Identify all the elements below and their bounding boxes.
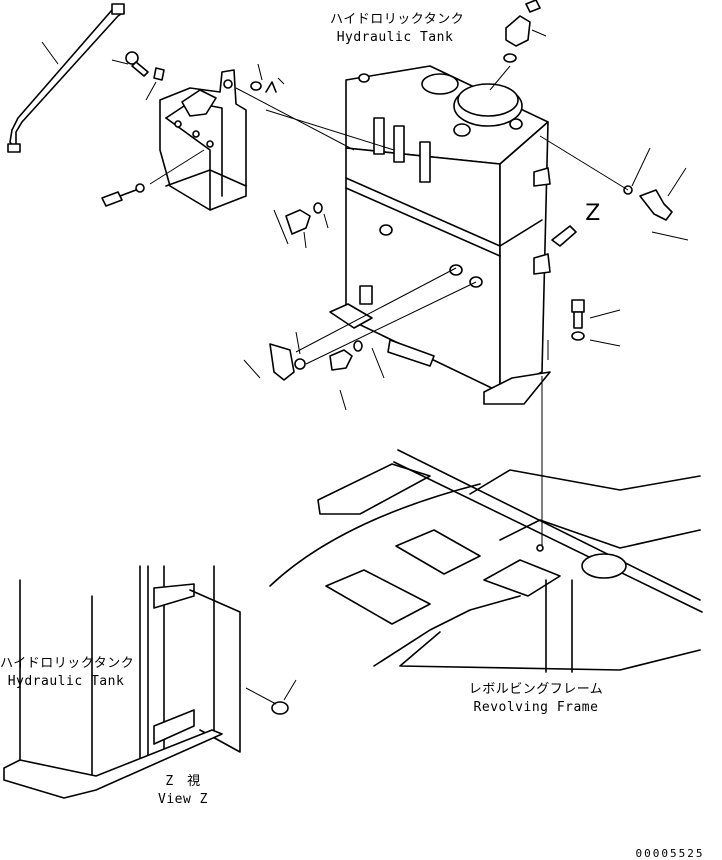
tank-top-label-jp: ハイドロリックタンク [330,12,465,27]
hydraulic-tank [329,65,577,405]
view-arrow-letter: Z [585,201,601,226]
fittings [243,0,689,411]
pipe-line [7,3,125,153]
revolving-frame [269,449,703,673]
view-z-label-jp: Z 視 [165,774,201,789]
frame-label-en: Revolving Frame [473,700,599,715]
bracket [101,51,285,211]
view-z [3,565,297,799]
drawing-number: 00005525 [635,847,705,860]
tank-top-label-en: Hydraulic Tank [336,30,454,45]
view-z-label-en: View Z [158,792,208,807]
leader-lines [235,65,629,548]
tank-left-label-en: Hydraulic Tank [7,674,125,689]
tank-left-label-jp: ハイドロリックタンク [0,656,135,671]
frame-label-jp: レボルビングフレーム [468,682,604,697]
